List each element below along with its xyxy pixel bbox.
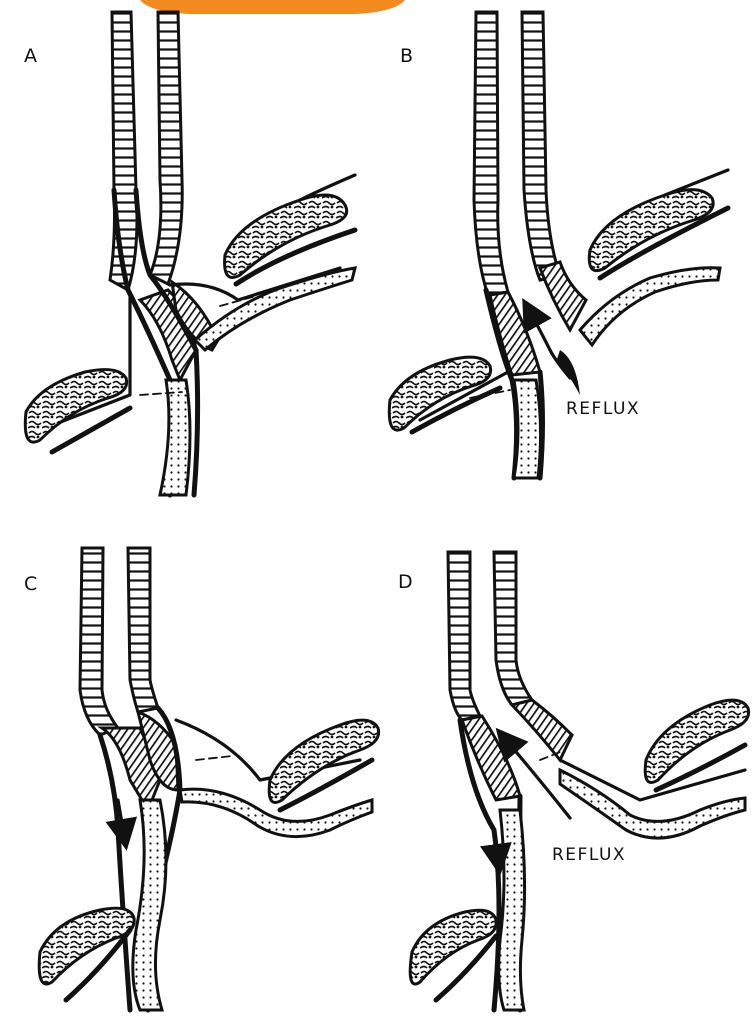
panel-b: B REFLUX bbox=[389, 12, 728, 478]
panel-label-b: B bbox=[400, 45, 413, 67]
panel-a: A bbox=[24, 12, 355, 495]
panel-label-d: D bbox=[398, 571, 413, 593]
panel-d: D REFLUX bbox=[398, 552, 749, 1010]
panel-label-a: A bbox=[24, 45, 37, 67]
panel-c: C bbox=[24, 548, 379, 1010]
top-banner-shape bbox=[140, 0, 405, 14]
panel-label-c: C bbox=[24, 573, 37, 595]
reflux-label-d: REFLUX bbox=[552, 845, 626, 865]
reflux-label-b: REFLUX bbox=[566, 399, 640, 419]
